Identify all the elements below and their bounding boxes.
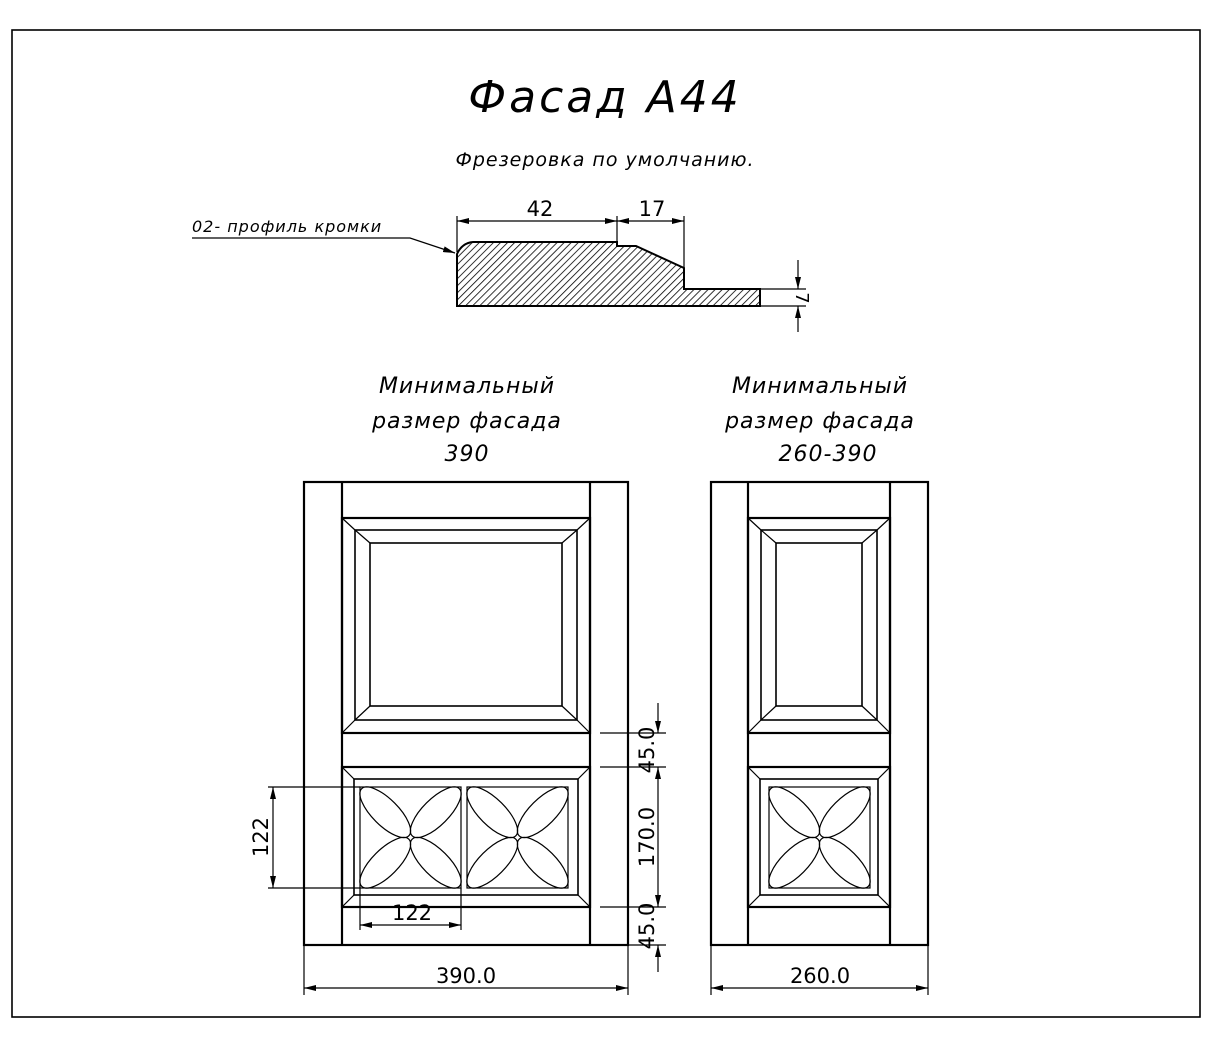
right-heading-line2: размер фасада	[724, 409, 915, 434]
bevel-line	[561, 705, 578, 721]
rosette-petal	[359, 786, 412, 839]
dim-profile-bevel: 17	[639, 197, 666, 221]
upper-panel-field	[775, 542, 863, 707]
rosette-petal	[466, 786, 519, 839]
bevel-line	[341, 766, 355, 780]
right-heading-line3: 260-390	[779, 442, 878, 467]
bevel-line	[341, 719, 356, 734]
bevel-line	[876, 517, 891, 531]
dim-rosette-height: 122	[249, 817, 273, 857]
dim-lower-panel: 170.0	[635, 807, 659, 867]
profile-leader	[192, 237, 456, 254]
facade-left-dimensions: 45.0 170.0 45.0 122 122 390.0	[249, 703, 666, 995]
facade-right	[709, 480, 930, 947]
upper-panel-field	[369, 542, 563, 707]
bevel-line	[354, 529, 371, 544]
bevel-line	[577, 766, 591, 780]
upper-panel-frame	[746, 516, 892, 735]
bevel-line	[341, 894, 355, 908]
left-heading-line1: Минимальный	[379, 374, 555, 399]
facade-left	[302, 480, 630, 947]
rosette-square	[359, 786, 462, 889]
rosette	[359, 786, 462, 889]
right-heading-line1: Минимальный	[732, 374, 908, 399]
bevel-line	[561, 529, 578, 544]
bevel-line	[747, 766, 761, 780]
facade-right-dimensions: 260.0	[710, 945, 929, 995]
dim-rosette-width: 122	[392, 901, 432, 925]
bevel-line	[760, 705, 777, 721]
sheet-frame	[11, 29, 1201, 1018]
upper-panel-frame	[340, 516, 592, 735]
bevel-line	[861, 705, 878, 721]
bevel-line	[760, 529, 777, 544]
dim-profile-thickness: 7	[791, 292, 812, 303]
lower-panel-frame	[340, 765, 592, 909]
rosette-square	[466, 786, 569, 889]
dim-profile-width: 42	[527, 197, 554, 221]
bevel-line	[576, 517, 591, 531]
lower-panel-field	[759, 778, 879, 896]
upper-panel-bevel	[354, 529, 578, 721]
drawing-title: Фасад А44	[468, 72, 742, 123]
dim-right-width: 260.0	[790, 964, 850, 988]
rosette-petal	[359, 836, 412, 889]
upper-panel-bevel	[760, 529, 878, 721]
rosette-petal	[516, 786, 569, 839]
edge-profile-section: 42 17 7 02- профиль кромки	[192, 197, 812, 332]
bevel-line	[747, 894, 761, 908]
rosette-square	[768, 786, 871, 889]
rosette-petal	[409, 836, 462, 889]
bevel-line	[747, 517, 762, 531]
bevel-line	[877, 766, 891, 780]
left-heading-line3: 390	[445, 442, 490, 467]
drawing-subtitle: Фрезеровка по умолчанию.	[455, 149, 754, 171]
facade-outline	[709, 480, 930, 947]
rosette	[466, 786, 569, 889]
bevel-line	[341, 517, 356, 531]
bevel-line	[876, 719, 891, 734]
bevel-line	[577, 894, 591, 908]
rosette-petal	[466, 836, 519, 889]
bevel-line	[877, 894, 891, 908]
bevel-line	[576, 719, 591, 734]
dim-rail-bottom: 45.0	[635, 903, 659, 950]
dim-left-width: 390.0	[436, 964, 496, 988]
dim-rail-top: 45.0	[635, 727, 659, 774]
rosette-petal	[818, 786, 871, 839]
bevel-line	[747, 719, 762, 734]
bevel-line	[861, 529, 878, 544]
rosette-petal	[409, 786, 462, 839]
profile-label: 02- профиль кромки	[192, 217, 382, 236]
facade-outline	[302, 480, 630, 947]
rosette-petal	[768, 836, 821, 889]
rosette-petal	[516, 836, 569, 889]
rosette	[768, 786, 871, 889]
rosette-petal	[818, 836, 871, 889]
left-heading-line2: размер фасада	[371, 409, 562, 434]
lower-panel-field	[353, 778, 579, 896]
rosette-petal	[768, 786, 821, 839]
bevel-line	[354, 705, 371, 721]
lower-panel-frame	[746, 765, 892, 909]
